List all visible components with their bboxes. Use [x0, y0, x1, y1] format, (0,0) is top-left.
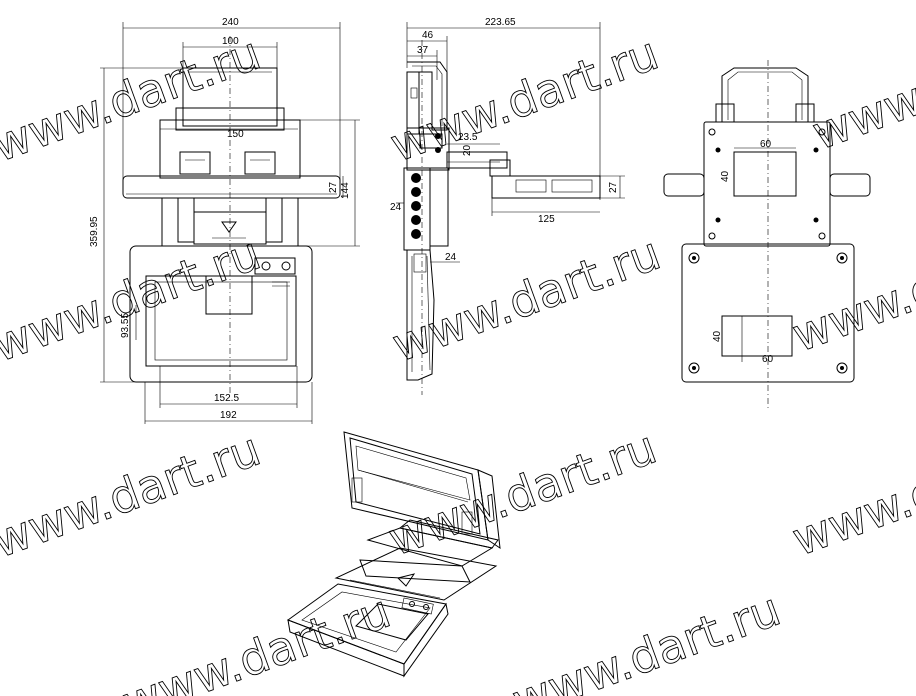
watermark-text: www.dart.ru — [0, 422, 267, 569]
dim-mount-h-bottom: 40 — [712, 330, 723, 342]
rear-view: 60 40 40 60 — [663, 60, 871, 410]
watermark-layer: www.dart.ru www.dart.ru www.dart.ru www.… — [0, 13, 916, 696]
dim-height-arm: 27 — [328, 181, 339, 193]
watermark-text: www.dart.ru — [805, 14, 916, 161]
dim-length-total: 223.65 — [485, 17, 516, 28]
watermark-text: www.dart.ru — [115, 584, 397, 696]
dim-width-base: 152.5 — [214, 393, 239, 404]
dim-thickness-a: 24 — [390, 202, 402, 213]
isometric-view — [286, 431, 501, 678]
watermark-text: www.dart.ru — [0, 226, 267, 373]
watermark-text: www.dart.ru — [785, 216, 916, 363]
dim-thickness-b: 24 — [445, 252, 457, 263]
dim-width-mid: 150 — [227, 129, 244, 140]
dim-height-upper: 144 — [340, 182, 351, 199]
watermark-text: www.dart.ru — [505, 582, 787, 696]
dim-arm-length: 125 — [538, 214, 555, 225]
dim-mount-h-top: 40 — [720, 170, 731, 182]
dim-width-total: 240 — [222, 17, 239, 28]
dim-mount-w-top: 60 — [760, 139, 772, 150]
dim-offset-a: 46 — [422, 30, 434, 41]
front-view: 240 100 150 144 27 — [89, 17, 360, 424]
watermark-text: www.dart.ru — [0, 26, 267, 173]
dim-width-bottom: 192 — [220, 410, 237, 421]
dim-height-total: 359.95 — [89, 216, 100, 247]
dim-screen-side: 93.55 — [120, 313, 131, 338]
dim-arm-height: 27 — [608, 181, 619, 193]
watermark-text: www.dart.ru — [385, 226, 667, 373]
dim-gap: 20 — [462, 144, 473, 156]
dim-width-top: 100 — [222, 36, 239, 47]
side-view: 223.65 46 37 23.5 20 27 125 — [390, 17, 625, 395]
watermark-text: www.dart.ru — [381, 420, 663, 567]
watermark-text: www.dart.ru — [785, 420, 916, 567]
dim-offset-b: 37 — [417, 45, 429, 56]
dim-hinge: 23.5 — [458, 132, 478, 143]
